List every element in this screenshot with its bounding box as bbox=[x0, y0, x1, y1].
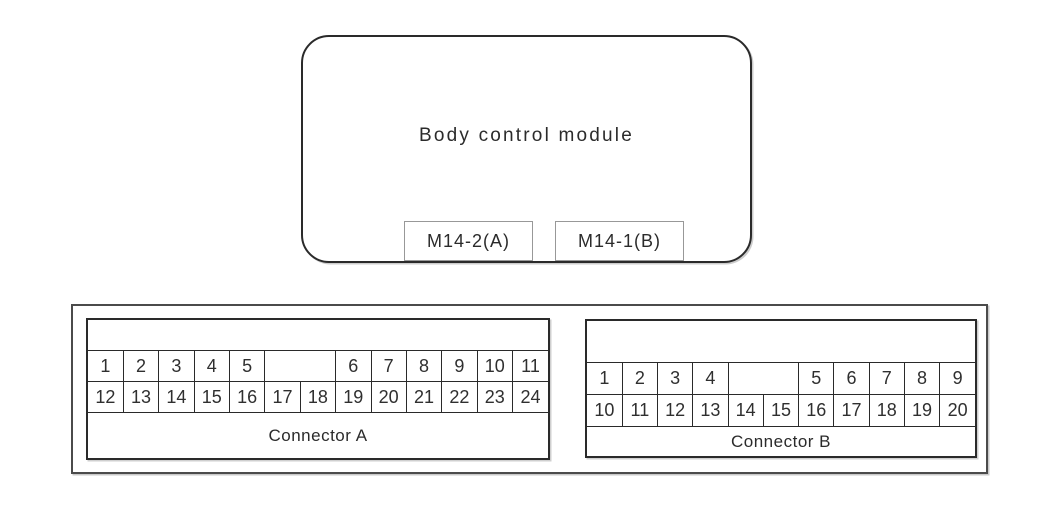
connector-top-band bbox=[88, 320, 548, 350]
pin-cell: 17 bbox=[833, 394, 870, 427]
pin-cell: 6 bbox=[833, 362, 870, 395]
pin-cell: 12 bbox=[88, 381, 124, 413]
pin-cell: 10 bbox=[587, 394, 623, 427]
pin-cell: 14 bbox=[727, 394, 764, 427]
pin-cell: 4 bbox=[692, 362, 729, 395]
pin-cell: 7 bbox=[370, 350, 407, 382]
pin-cell: 18 bbox=[868, 394, 905, 427]
pin-cell: 11 bbox=[512, 350, 548, 382]
pin-cell: 19 bbox=[335, 381, 372, 413]
connector-tag-m14-2a: M14-2(A) bbox=[404, 221, 533, 261]
pin-cell: 15 bbox=[193, 381, 231, 413]
pin-cell: 13 bbox=[692, 394, 729, 427]
pin-cell: 7 bbox=[868, 362, 905, 395]
pin-cell: 11 bbox=[621, 394, 659, 427]
connector-panel-frame bbox=[71, 304, 988, 474]
pin-cell: 20 bbox=[370, 381, 407, 413]
pin-cell: 10 bbox=[476, 350, 514, 382]
pin-cell: 16 bbox=[228, 381, 266, 413]
pin-cell: 24 bbox=[512, 381, 548, 413]
connector-name-label: Connector B bbox=[731, 431, 831, 451]
pin-cell: 17 bbox=[264, 381, 301, 413]
pin-cell: 8 bbox=[405, 350, 443, 382]
pin-cell: 5 bbox=[228, 350, 266, 382]
pin-cell: 20 bbox=[939, 394, 975, 427]
pin-cell: 1 bbox=[88, 350, 124, 382]
body-control-module-box: Body control module M14-2(A) M14-1(B) bbox=[301, 35, 752, 263]
pin-cell: 3 bbox=[158, 350, 195, 382]
pin-cell: 23 bbox=[476, 381, 514, 413]
pin-cell: 19 bbox=[903, 394, 941, 427]
pin-cell: 18 bbox=[299, 381, 337, 413]
pin-cell: 6 bbox=[335, 350, 372, 382]
pin-cell: 16 bbox=[798, 394, 835, 427]
connector-name-label: Connector A bbox=[268, 425, 368, 445]
pin-cell: 15 bbox=[762, 394, 800, 427]
pin-cell: 4 bbox=[193, 350, 231, 382]
pin-cell: 22 bbox=[441, 381, 478, 413]
module-title: Body control module bbox=[418, 125, 634, 146]
connector-tag-m14-1b: M14-1(B) bbox=[555, 221, 684, 261]
pin-cell: 21 bbox=[405, 381, 443, 413]
pin-cell: 2 bbox=[122, 350, 160, 382]
pin-cell: 12 bbox=[657, 394, 694, 427]
pin-cell: 13 bbox=[122, 381, 160, 413]
pin-cell-blank bbox=[727, 362, 800, 395]
connector-top-band bbox=[587, 321, 975, 362]
pin-cell: 3 bbox=[657, 362, 694, 395]
pin-cell-blank bbox=[264, 350, 337, 382]
pin-cell: 2 bbox=[621, 362, 659, 395]
pin-cell: 9 bbox=[939, 362, 975, 395]
pin-cell: 14 bbox=[158, 381, 195, 413]
pin-cell: 8 bbox=[903, 362, 941, 395]
pin-cell: 9 bbox=[441, 350, 478, 382]
pin-cell: 1 bbox=[587, 362, 623, 395]
pin-cell: 5 bbox=[798, 362, 835, 395]
